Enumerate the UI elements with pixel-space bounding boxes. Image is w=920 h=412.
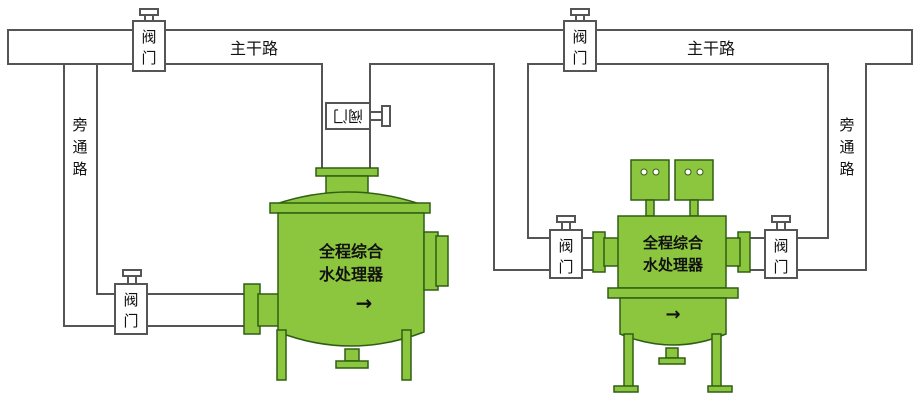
right-left-valve-char-1: 阀 — [558, 237, 573, 255]
left-main-road-label: 主干路 — [230, 39, 278, 58]
left-treatment-tank — [243, 167, 449, 381]
left-unit-label-line-2: 水处理器 — [319, 265, 384, 284]
left-top-valve: 阀 门 — [132, 8, 166, 72]
right-left-valve-char-2: 门 — [558, 258, 573, 276]
left-bypass-char-2: 通 — [72, 138, 87, 156]
left-bypass-char-1: 旁 — [72, 116, 87, 134]
right-system: 阀 门 主干路 旁 通 路 阀 门 阀 门 — [493, 8, 867, 393]
left-bottom-valve-char-1: 阀 — [123, 291, 138, 309]
left-riser-valve: 阀门 — [325, 102, 391, 130]
right-left-valve: 阀 门 — [549, 215, 583, 279]
right-unit-label-line-1: 全程综合 — [642, 234, 704, 252]
left-top-valve-char-2: 门 — [141, 49, 156, 67]
right-unit-label-line-2: 水处理器 — [643, 256, 704, 274]
left-bypass-pipe-inner — [96, 64, 250, 295]
right-bypass-char-2: 通 — [839, 138, 854, 156]
right-treatment-unit — [592, 159, 751, 393]
right-top-valve-char-1: 阀 — [572, 28, 587, 46]
right-right-bypass-inner — [744, 64, 829, 239]
left-top-valve-char-1: 阀 — [141, 28, 156, 46]
right-right-valve-char-2: 门 — [773, 258, 788, 276]
left-system: 阀门 阀 门 主干路 旁 通 路 阀 门 — [63, 8, 449, 381]
right-bypass-char-1: 旁 — [839, 116, 854, 134]
left-bottom-valve: 阀 门 — [114, 269, 148, 335]
left-riser-valve-label: 阀门 — [333, 107, 363, 125]
left-unit-label-line-1: 全程综合 — [318, 242, 384, 261]
right-main-road-label: 主干路 — [687, 39, 735, 58]
right-bypass-char-3: 路 — [839, 160, 854, 178]
left-bypass-char-3: 路 — [72, 160, 87, 178]
control-box-indicators — [640, 168, 704, 176]
right-top-valve: 阀 门 — [563, 8, 597, 72]
left-bypass-pipe-outer — [63, 64, 250, 327]
right-flow-arrow: → — [665, 304, 680, 325]
right-right-valve: 阀 门 — [764, 215, 798, 279]
right-top-valve-char-2: 门 — [572, 49, 587, 67]
right-right-valve-char-1: 阀 — [773, 237, 788, 255]
left-bottom-valve-char-2: 门 — [123, 312, 138, 330]
right-left-bypass-inner — [527, 64, 598, 239]
left-flow-arrow: → — [356, 291, 373, 315]
